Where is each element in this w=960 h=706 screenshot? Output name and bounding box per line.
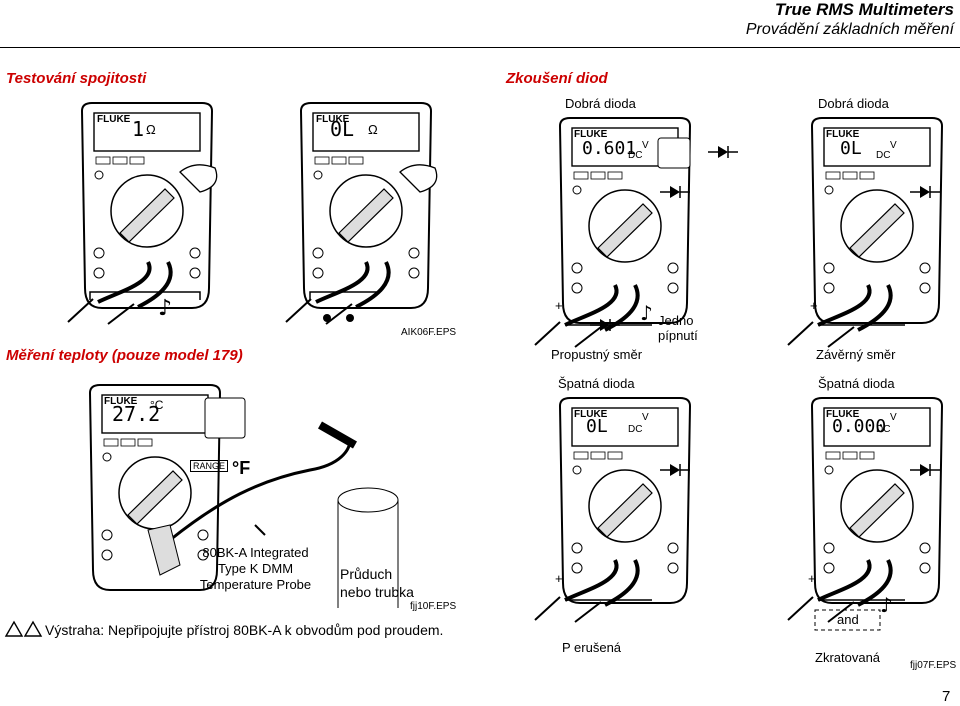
diode-meter2-display: 0L bbox=[840, 138, 862, 159]
plus-2: + bbox=[810, 298, 818, 313]
diode-meter3-v: V bbox=[642, 412, 649, 423]
temp-meter-display: 27.2 bbox=[112, 402, 161, 426]
diode-meter4-v: V bbox=[890, 412, 897, 423]
meter2-brand: FLUKE bbox=[316, 114, 350, 125]
meter1-brand: FLUKE bbox=[97, 114, 131, 125]
page-number: 7 bbox=[942, 688, 951, 705]
diode-meter4-display: 0.000 bbox=[832, 416, 887, 437]
label-open: P erušená bbox=[562, 640, 622, 655]
label-bad-diode-2: Špatná dioda bbox=[818, 376, 895, 391]
section-temperature: Měření teploty (pouze model 179) bbox=[6, 347, 243, 364]
section-diodes: Zkoušení diod bbox=[506, 70, 608, 87]
range-button-label: RANGE bbox=[190, 460, 229, 472]
diode-meter2-brand: FLUKE bbox=[826, 129, 860, 140]
diode-meter1-v: V bbox=[642, 140, 649, 151]
meter1-display: 1 bbox=[132, 117, 145, 141]
label-forward: Propustný směr bbox=[551, 347, 643, 362]
diode-meter4-dc: DC bbox=[876, 424, 891, 435]
diode-meter3-dc: DC bbox=[628, 424, 643, 435]
meter1-unit: Ω bbox=[146, 122, 156, 137]
meter2-unit: Ω bbox=[368, 122, 378, 137]
label-good-diode-2: Dobrá dioda bbox=[818, 96, 889, 111]
diode-meter1-display: 0.601 bbox=[582, 138, 637, 159]
document-title: True RMS Multimeters bbox=[774, 0, 954, 19]
diode-meter1-dc: DC bbox=[628, 150, 643, 161]
label-good-diode-1: Dobrá dioda bbox=[565, 96, 636, 111]
deg-f-label: °F bbox=[232, 458, 251, 478]
label-and: and bbox=[837, 612, 859, 627]
file-ref-fjj07f: fjj07F.EPS bbox=[910, 660, 957, 671]
label-one-beep: Jedno pípnutí bbox=[658, 313, 698, 343]
diode-meter3-brand: FLUKE bbox=[574, 409, 608, 420]
document-subtitle: Provádění základních měření bbox=[745, 21, 954, 38]
file-ref-aik06f: AIK06F.EPS bbox=[401, 327, 457, 338]
svg-text:♪: ♪ bbox=[640, 301, 653, 325]
probe-label: 80BK-A Integrated Type K DMM Temperature… bbox=[199, 545, 312, 592]
meter2-display: 0L bbox=[330, 117, 355, 141]
label-shorted: Zkratovaná bbox=[815, 650, 881, 665]
file-ref-fjj10f: fjj10F.EPS bbox=[410, 601, 457, 612]
diode-meter2-v: V bbox=[890, 140, 897, 151]
label-reverse: Závěrný směr bbox=[816, 347, 896, 362]
svg-text:♪: ♪ bbox=[880, 593, 893, 617]
section-continuity: Testování spojitosti bbox=[6, 70, 147, 87]
temp-meter-brand: FLUKE bbox=[104, 396, 138, 407]
temp-meter-unit: °C bbox=[150, 398, 164, 412]
plus-1: + bbox=[555, 298, 563, 313]
diode-meter1-brand: FLUKE bbox=[574, 129, 608, 140]
svg-text:♪: ♪ bbox=[158, 296, 172, 321]
label-bad-diode-1: Špatná dioda bbox=[558, 376, 635, 391]
warning-text: Výstraha: Nepřipojujte přístroj 80BK-A k… bbox=[45, 622, 444, 638]
plus-4: + bbox=[808, 571, 816, 586]
header-rule bbox=[0, 47, 960, 48]
duct-label: Průduch nebo trubka bbox=[340, 566, 414, 600]
plus-3: + bbox=[555, 571, 563, 586]
diode-meter2-dc: DC bbox=[876, 150, 891, 161]
diode-meter3-display: 0L bbox=[586, 416, 608, 437]
diode-meter4-brand: FLUKE bbox=[826, 409, 860, 420]
